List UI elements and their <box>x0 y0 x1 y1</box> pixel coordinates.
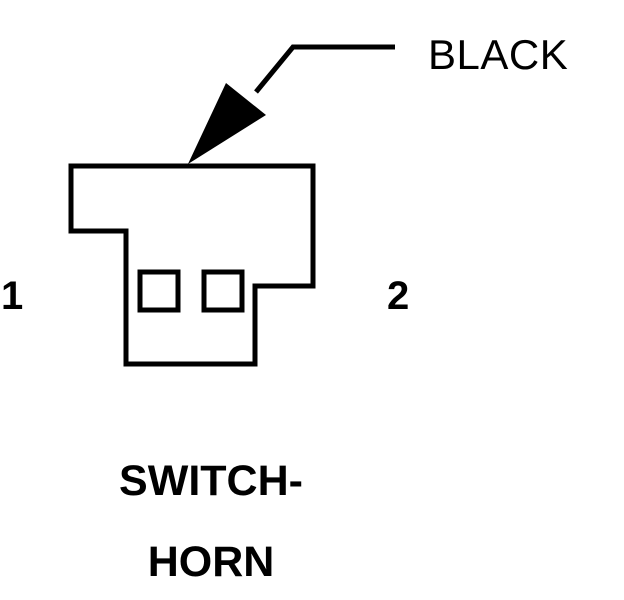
terminal-cavity-1 <box>137 269 181 313</box>
leader-line <box>254 44 395 94</box>
pin-1-label: 1 <box>1 274 24 318</box>
pointer-arrowhead <box>188 83 266 164</box>
component-name-line1: SWITCH- <box>119 457 303 505</box>
component-name-line2: HORN <box>147 538 275 586</box>
pin-2-label: 2 <box>387 274 410 318</box>
terminal-cavity-2 <box>201 269 245 313</box>
wire-color-label: BLACK <box>428 31 569 78</box>
connector-housing <box>68 163 316 367</box>
